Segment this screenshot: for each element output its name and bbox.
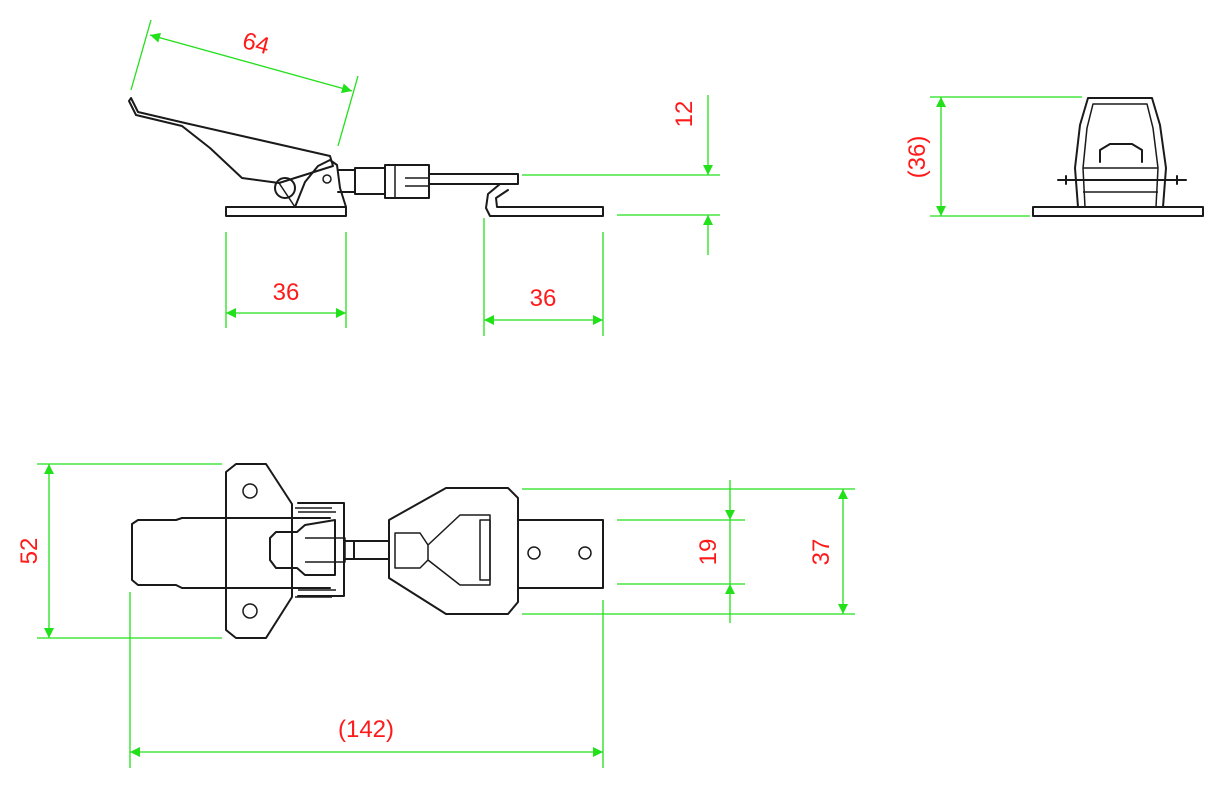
top-view xyxy=(131,463,604,639)
dim-keeper-outer-width: 37 xyxy=(808,539,835,566)
dim-base-plate-height: 52 xyxy=(16,538,43,565)
lever-roller xyxy=(274,177,296,199)
keeper-hole-left xyxy=(527,546,541,560)
front-lever-tab xyxy=(1099,143,1143,163)
top-hook-head xyxy=(388,487,519,615)
dim-keeper-inner-width: 19 xyxy=(695,539,722,566)
top-keeper-plate xyxy=(517,519,604,589)
dim-catch-height: 12 xyxy=(671,101,698,128)
dim-catch-base-width: 36 xyxy=(530,285,557,312)
dim-overall-length: (142) xyxy=(338,716,394,743)
mount-hole-bottom xyxy=(242,603,258,619)
front-view xyxy=(1032,97,1204,217)
front-view-dimensions: (36) xyxy=(904,96,1082,217)
keeper-hole-right xyxy=(578,546,592,560)
front-base-plate xyxy=(1032,206,1204,217)
adjust-nut xyxy=(354,167,386,195)
dim-handle-length: 64 xyxy=(240,27,273,60)
dim-latch-base-width: 36 xyxy=(273,279,300,306)
hinge-bracket xyxy=(294,159,347,208)
latch-base-plate xyxy=(225,206,347,217)
top-threaded-rod xyxy=(344,540,390,560)
top-lever-handle xyxy=(131,517,331,589)
front-body xyxy=(1074,97,1167,208)
hook-shackle xyxy=(384,164,430,199)
dim-front-height: (36) xyxy=(904,136,931,179)
hinge-pin xyxy=(322,174,332,184)
hook-arm xyxy=(428,173,519,185)
top-base-plate xyxy=(225,463,293,639)
top-view-dimensions: 52 19 37 (142) xyxy=(16,463,855,768)
side-view-dimensions: 64 36 36 12 xyxy=(130,19,720,336)
hook-slot xyxy=(479,519,491,581)
catch-plate xyxy=(485,183,604,217)
top-hinge-block xyxy=(297,502,345,597)
side-view xyxy=(128,97,604,217)
lever-handle xyxy=(128,97,334,184)
top-t-block xyxy=(269,519,336,576)
mount-hole-top xyxy=(242,483,258,499)
